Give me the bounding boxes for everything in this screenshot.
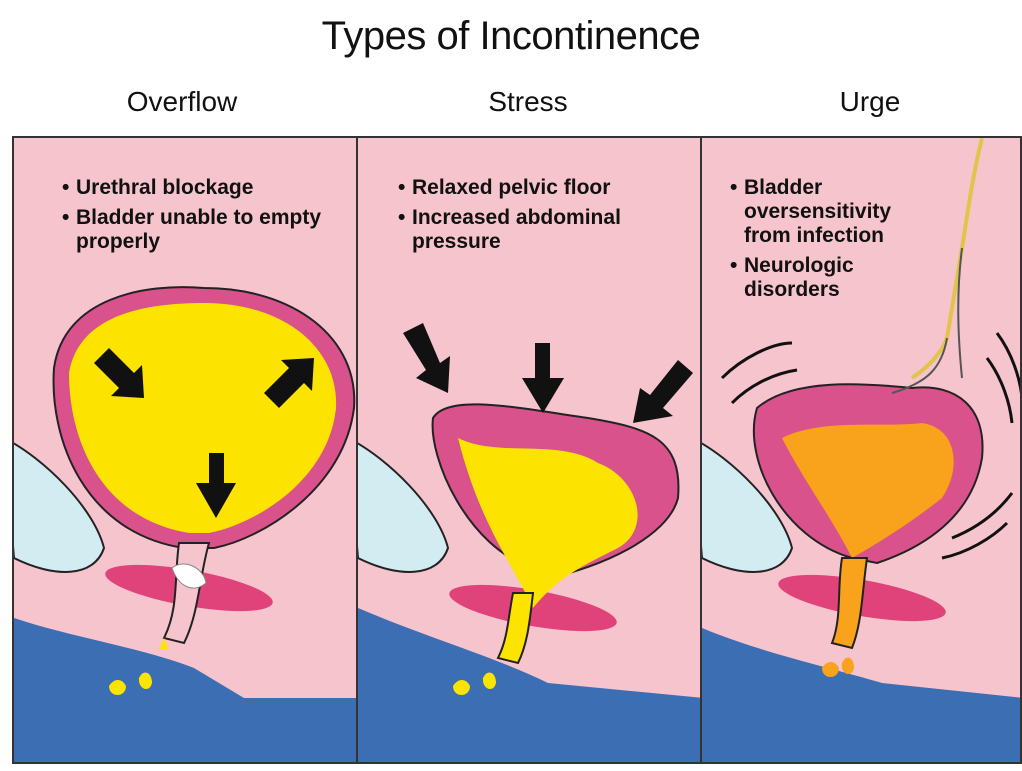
leak-drop — [842, 658, 854, 674]
pubic-bone — [358, 438, 448, 572]
urge-bullets: Bladder oversensitivity from infection N… — [730, 176, 940, 308]
panel-urge: Bladder oversensitivity from infection N… — [700, 136, 1022, 764]
panel-stress: Relaxed pelvic floor Increased abdominal… — [356, 136, 702, 764]
heading-stress: Stress — [358, 86, 698, 118]
nerve-fiber — [892, 338, 947, 393]
pressure-arrow — [403, 323, 450, 393]
overflow-bullets: Urethral blockage Bladder unable to empt… — [62, 176, 322, 260]
abdomen-region — [702, 628, 1022, 764]
panel-overflow: Urethral blockage Bladder unable to empt… — [12, 136, 358, 764]
bullet-bladder-unable: Bladder unable to empty properly — [62, 206, 322, 254]
abdomen-region — [358, 608, 702, 764]
heading-overflow: Overflow — [12, 86, 352, 118]
stress-bullets: Relaxed pelvic floor Increased abdominal… — [398, 176, 688, 260]
bullet-neurologic-disorders: Neurologic disorders — [730, 254, 940, 302]
irritation-line — [987, 358, 1012, 423]
bullet-urethral-blockage: Urethral blockage — [62, 176, 322, 200]
heading-urge: Urge — [700, 86, 1022, 118]
diagram-title: Types of Incontinence — [0, 14, 1022, 59]
bullet-increased-pressure: Increased abdominal pressure — [398, 206, 688, 254]
pressure-arrow — [633, 360, 693, 423]
bullet-bladder-oversensitivity: Bladder oversensitivity from infection — [730, 176, 940, 248]
pressure-arrow — [522, 343, 564, 413]
bullet-relaxed-pelvic-floor: Relaxed pelvic floor — [398, 176, 688, 200]
irritation-line — [997, 333, 1022, 398]
